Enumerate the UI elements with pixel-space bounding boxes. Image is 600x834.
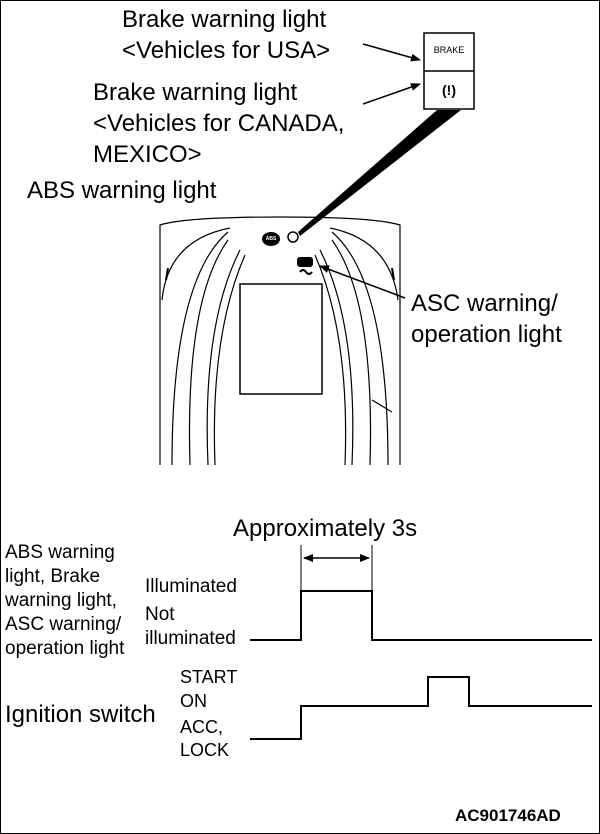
brake-usa-arrow xyxy=(362,43,421,62)
instrument-cluster xyxy=(159,216,401,466)
state-on: ON xyxy=(180,691,207,711)
brake-text-symbol: BRAKE xyxy=(433,45,465,55)
brake-light-panel xyxy=(423,32,475,110)
state-not-illuminated: Not illuminated xyxy=(145,604,236,649)
brake-canada-label: Brake warning light <Vehicles for CANADA… xyxy=(93,79,345,168)
duration-label: Approximately 3s xyxy=(233,515,418,542)
state-start: START xyxy=(180,667,238,687)
figure-code: AC901746AD xyxy=(455,806,561,825)
brake-usa-label: Brake warning light <Vehicles for USA> xyxy=(122,6,331,64)
abs-label: ABS warning light xyxy=(27,177,217,204)
brake-leader-wedge xyxy=(298,110,461,236)
state-illuminated: Illuminated xyxy=(145,576,237,597)
warning-lights-label: ABS warning light, Brake warning light, … xyxy=(5,542,125,659)
abs-indicator xyxy=(262,232,280,246)
brake-warning-symbol: (!) xyxy=(442,82,456,98)
duration-markers xyxy=(300,545,373,590)
brake-canada-arrow xyxy=(362,83,421,105)
asc-label: ASC warning/ operation light xyxy=(411,290,562,348)
warning-light-waveform xyxy=(250,590,592,641)
brake-indicator-lamp xyxy=(287,231,299,243)
meter-tick-marks xyxy=(165,267,395,281)
ignition-label: Ignition switch xyxy=(5,701,156,728)
asc-arrow xyxy=(319,265,406,299)
ignition-waveform xyxy=(250,676,592,740)
abs-symbol-text: ABS xyxy=(265,236,277,242)
state-acc-lock: ACC, LOCK xyxy=(180,717,230,760)
asc-indicator-icon xyxy=(297,257,313,275)
